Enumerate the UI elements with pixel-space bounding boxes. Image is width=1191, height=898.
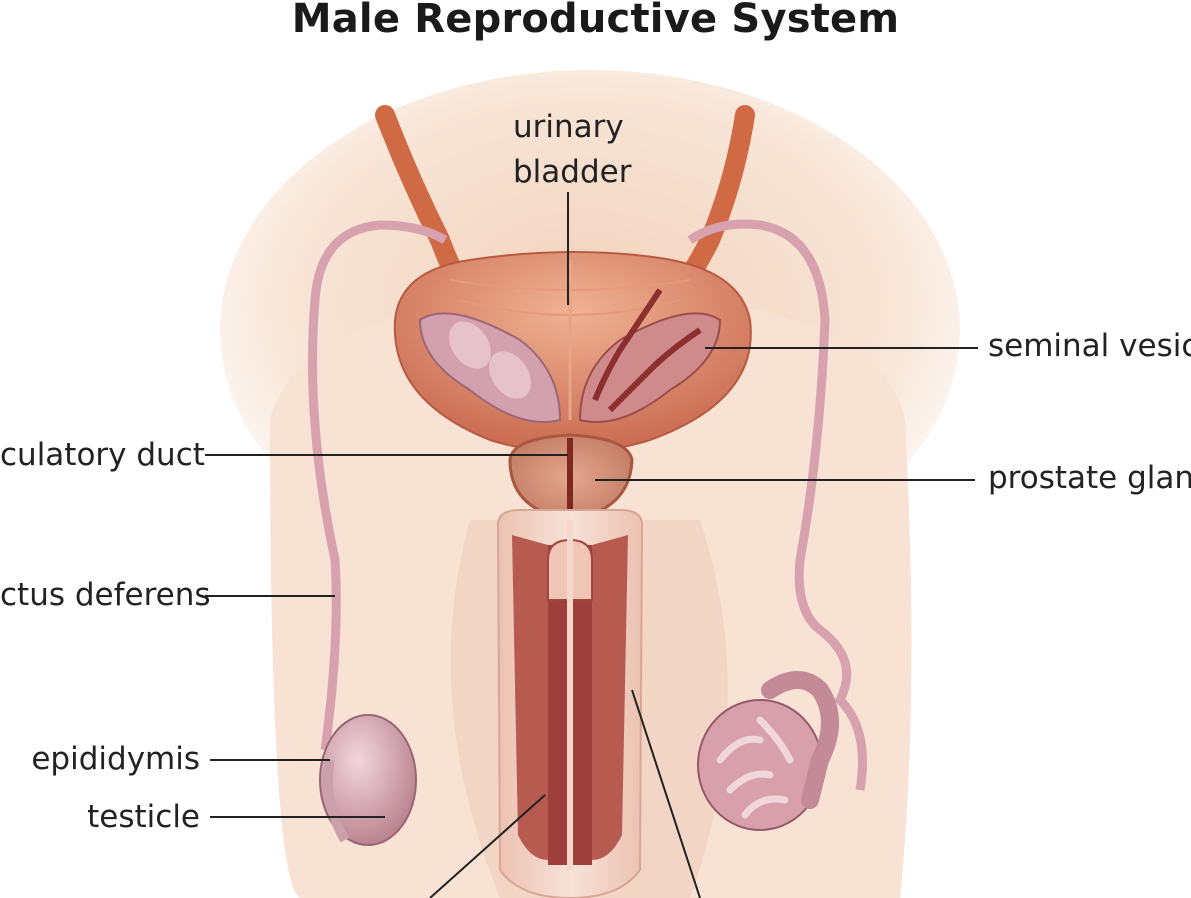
seminal-vesicles — [418, 288, 722, 423]
label-testicle: testicle — [87, 799, 200, 835]
label-ejaculatory-duct: culatory duct — [0, 437, 205, 473]
prostate-gland — [508, 433, 634, 522]
ductus-deferens — [308, 219, 867, 791]
testicle-right — [697, 671, 839, 831]
label-urinary-bladder-line1: urinary — [513, 109, 624, 145]
label-seminal-vesicle: seminal vesic — [988, 328, 1191, 364]
diagram-title: Male Reproductive System — [291, 0, 900, 42]
label-prostate-gland: prostate glan — [988, 460, 1191, 496]
label-urinary-bladder-line2: bladder — [513, 154, 632, 190]
label-ductus-deferens: ctus deferens — [0, 577, 211, 613]
testicle-left — [319, 714, 417, 846]
leader-lines — [205, 192, 978, 898]
penis-cross-section — [496, 509, 644, 898]
urinary-bladder — [393, 251, 752, 454]
label-epididymis: epididymis — [31, 741, 200, 777]
